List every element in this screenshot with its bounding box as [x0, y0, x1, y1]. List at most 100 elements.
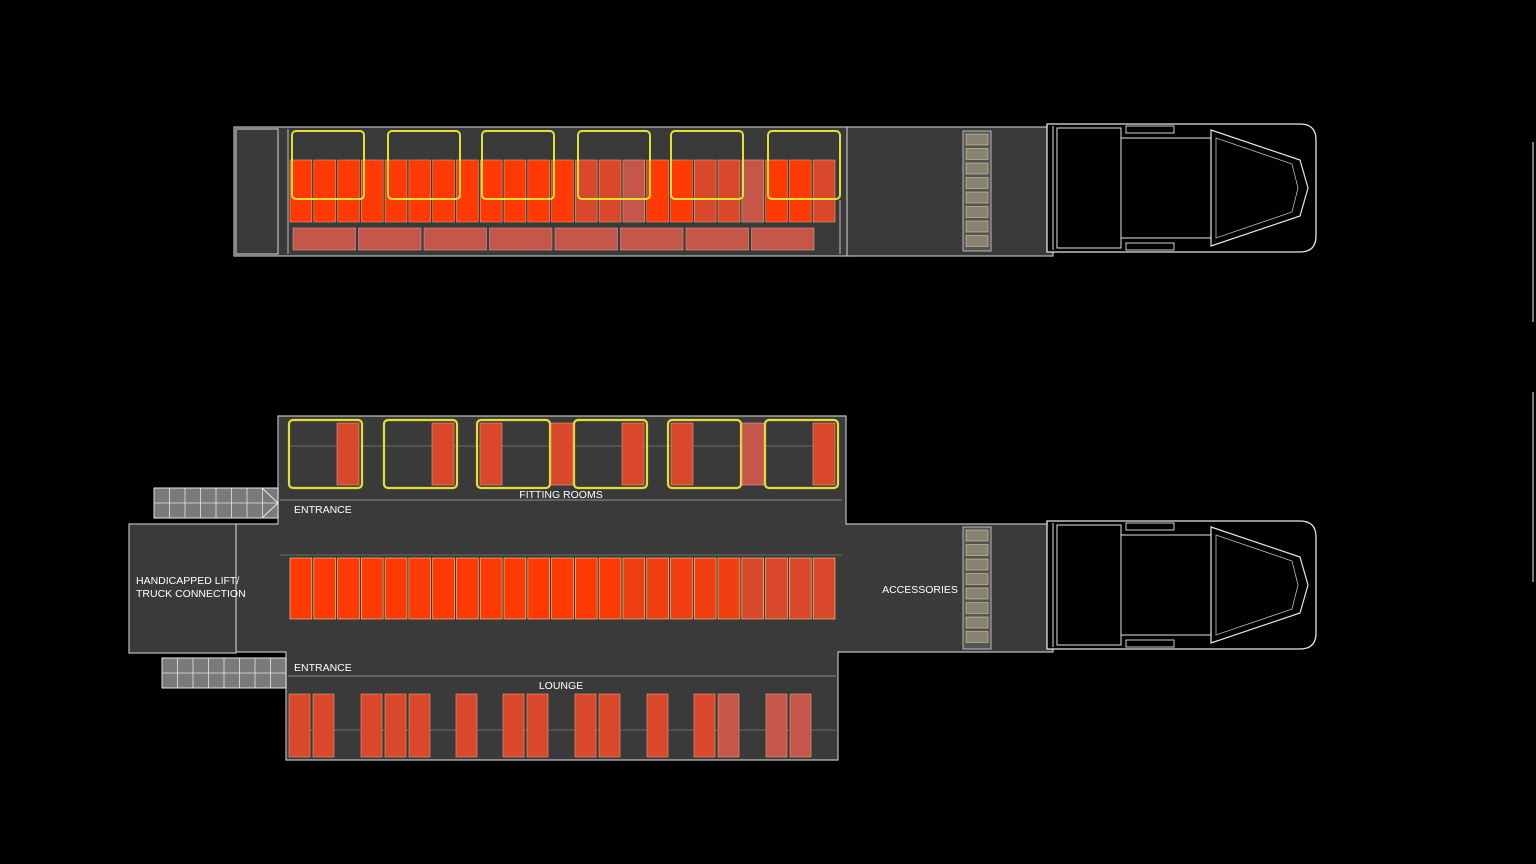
- clothing-rack: [646, 557, 669, 620]
- accessory-bin: [965, 235, 989, 247]
- clothing-rack: [313, 557, 336, 620]
- low-rack: [423, 227, 487, 251]
- main-rack-row: [289, 557, 836, 620]
- fitting-room-rack: [670, 422, 694, 486]
- clothing-rack: [551, 557, 574, 620]
- clothing-rack: [527, 557, 550, 620]
- lounge-rack: [765, 693, 788, 758]
- truck-mirror-left: [1125, 125, 1175, 134]
- lift-label-line1: HANDICAPPED LIFT/: [136, 575, 239, 587]
- lounge-rack: [789, 693, 812, 758]
- lounge-rack-row: [288, 693, 812, 758]
- clothing-rack: [456, 159, 479, 223]
- clothing-rack: [575, 557, 598, 620]
- fitting-room-outline: [670, 130, 744, 200]
- truck-cab-top: [1046, 123, 1317, 253]
- lounge-rack: [717, 693, 740, 758]
- clothing-rack: [670, 159, 693, 223]
- fitting-room-outline: [481, 130, 555, 200]
- clothing-rack: [694, 159, 717, 223]
- entrance-bottom-label: ENTRANCE: [294, 662, 352, 674]
- accessory-shelf: [962, 526, 992, 650]
- handicapped-lift-platform: [128, 523, 237, 654]
- accessory-bin: [965, 162, 989, 175]
- fitting-room-rack: [621, 422, 645, 486]
- clothing-rack: [551, 159, 574, 223]
- lounge-label: LOUNGE: [539, 680, 583, 692]
- clothing-rack: [717, 159, 741, 223]
- collapsed-trailer-front-compartment: [846, 126, 1054, 257]
- clothing-rack: [717, 557, 741, 620]
- fitting-room-rack: [812, 422, 836, 486]
- clothing-rack: [765, 159, 788, 223]
- low-rack: [358, 227, 422, 251]
- clothing-rack: [741, 557, 765, 620]
- expanded-trailer: FITTING ROOMS ENTRANCE ENTRANCE LOUNGE A…: [128, 415, 1317, 761]
- fitting-room-outline: [767, 130, 841, 200]
- clothing-rack: [622, 557, 646, 620]
- clothing-rack: [432, 159, 455, 223]
- fitting-room[interactable]: [666, 418, 743, 490]
- truck-body: [1046, 123, 1317, 253]
- accessory-bin: [965, 544, 989, 556]
- truck-mirror-left: [1125, 522, 1175, 531]
- clothing-rack: [575, 159, 598, 223]
- low-rack: [751, 227, 815, 251]
- truck-mirror-right: [1125, 242, 1175, 251]
- clothing-rack: [789, 159, 812, 223]
- clothing-rack: [456, 557, 479, 620]
- fitting-room[interactable]: [572, 418, 649, 490]
- truck-cab-bottom: [1046, 520, 1317, 650]
- fitting-room-rack: [431, 422, 455, 486]
- fitting-room[interactable]: [287, 418, 364, 490]
- accessory-bin: [965, 602, 989, 614]
- low-rack: [292, 227, 356, 251]
- truck-windshield: [1215, 534, 1299, 636]
- clothing-rack: [432, 557, 455, 620]
- collapsed-low-rack-row: [292, 227, 815, 251]
- fitting-rooms: [287, 418, 840, 490]
- clothing-rack: [765, 557, 788, 620]
- accessories-label: ACCESSORIES: [882, 584, 958, 596]
- entrance-ramp-bottom[interactable]: [161, 657, 287, 689]
- clothing-rack: [384, 159, 408, 223]
- clothing-rack: [289, 159, 313, 223]
- clothing-rack: [337, 159, 360, 223]
- lounge-rack: [646, 693, 669, 758]
- clothing-rack: [670, 557, 693, 620]
- clothing-rack: [289, 557, 313, 620]
- entrance-ramp-top[interactable]: [153, 487, 279, 519]
- accessory-bin: [965, 529, 989, 542]
- clothing-rack: [598, 159, 622, 223]
- clothing-rack: [622, 159, 646, 223]
- clothing-rack: [384, 557, 408, 620]
- entrance-top-label: ENTRANCE: [294, 504, 352, 516]
- clothing-rack: [361, 159, 384, 223]
- collapsed-accessory-shelf: [962, 130, 992, 252]
- clothing-rack: [313, 159, 336, 223]
- fitting-room-outline: [387, 130, 461, 200]
- fitting-room[interactable]: [763, 418, 840, 490]
- truck-windshield: [1215, 137, 1299, 239]
- accessory-bin: [965, 220, 989, 233]
- collapsed-rack-row: [289, 159, 836, 223]
- low-rack: [554, 227, 618, 251]
- clothing-rack: [812, 159, 836, 223]
- fitting-room[interactable]: [382, 418, 459, 490]
- lounge-rack: [408, 693, 431, 758]
- accessory-bin: [965, 631, 989, 643]
- fitting-room[interactable]: [475, 418, 552, 490]
- accessory-bin: [965, 133, 989, 146]
- accessory-bin: [965, 148, 989, 160]
- low-rack: [685, 227, 749, 251]
- collapsed-fitting-rooms: [291, 130, 841, 200]
- lounge-rack: [574, 693, 597, 758]
- accessory-bin: [965, 206, 989, 218]
- clothing-rack: [479, 159, 503, 223]
- lounge-rack: [455, 693, 478, 758]
- lift-label-line2: TRUCK CONNECTION: [136, 588, 246, 600]
- fitting-room-rack: [479, 422, 503, 486]
- clothing-rack: [360, 557, 384, 620]
- accessory-bin: [965, 616, 989, 629]
